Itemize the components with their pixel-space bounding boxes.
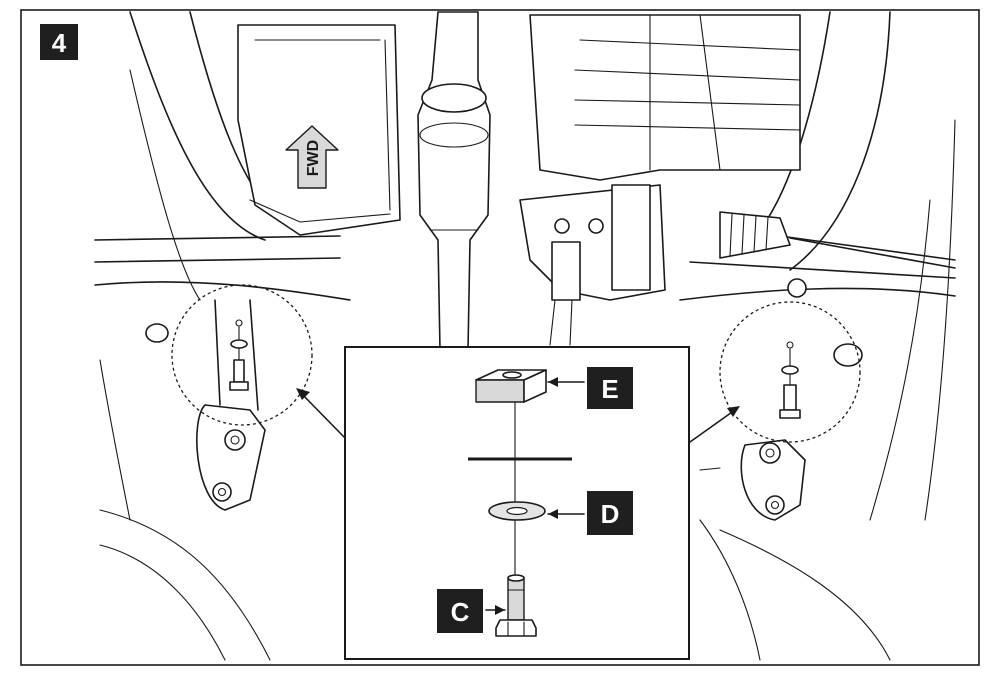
callout-d-label: D <box>601 499 620 529</box>
part-e-block <box>475 369 547 403</box>
callout-c-label: C <box>451 597 470 627</box>
exploded-view-panel: E D C <box>344 346 690 660</box>
part-c-bolt <box>495 574 537 637</box>
right-install-point <box>689 301 861 443</box>
callout-e-label: E <box>601 374 618 404</box>
part-d-washer <box>488 501 546 521</box>
fwd-label: FWD <box>305 140 322 176</box>
step-number: 4 <box>52 28 67 58</box>
callout-e: E <box>547 367 633 409</box>
callout-d: D <box>547 491 633 535</box>
step-badge: 4 <box>40 24 78 60</box>
left-install-point <box>171 284 346 439</box>
vehicle-underbody-drawing: FWD <box>94 11 956 661</box>
callout-c: C <box>437 589 506 633</box>
forward-direction-arrow: FWD <box>285 125 339 189</box>
diagram-border <box>20 9 980 666</box>
